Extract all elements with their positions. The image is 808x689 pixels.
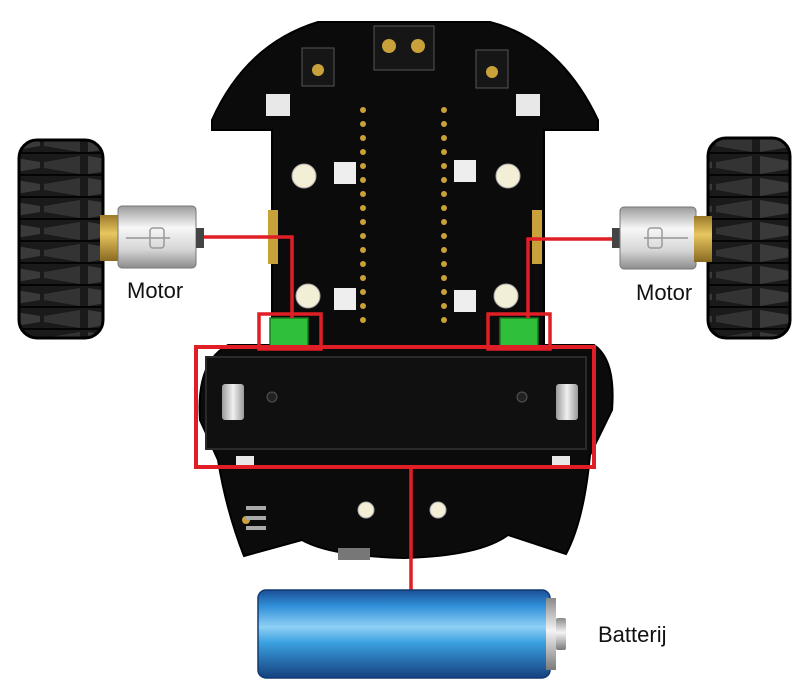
- left-motor: [100, 205, 204, 269]
- left-wheel: [17, 138, 105, 340]
- battery: [257, 589, 566, 679]
- motor-left-label: Motor: [127, 278, 184, 303]
- robot-board: [198, 21, 614, 560]
- battery-label: Batterij: [598, 622, 667, 647]
- battery-holder: [205, 356, 587, 450]
- right-motor: [612, 206, 712, 270]
- right-wheel: [706, 136, 792, 340]
- motor-right-label: Motor: [636, 280, 693, 305]
- callout-lines: [194, 235, 612, 590]
